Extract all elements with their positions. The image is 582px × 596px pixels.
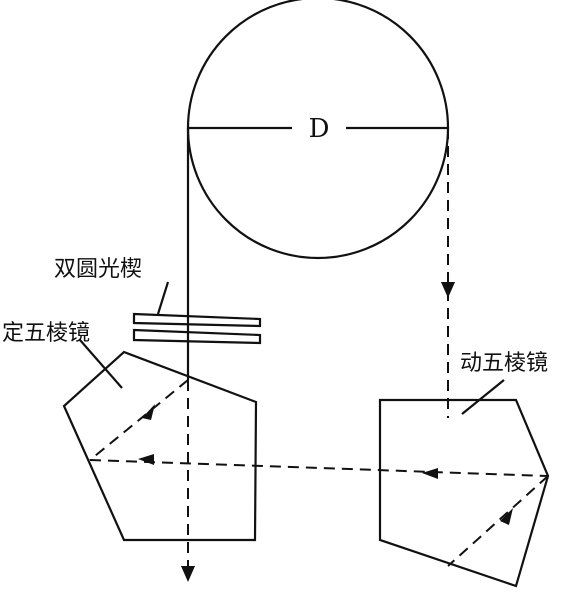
fixed-prism-label: 定五棱镜 bbox=[2, 321, 90, 346]
fixed-prism-arrow bbox=[142, 404, 155, 420]
horizontal-arrow-right bbox=[422, 468, 438, 479]
wedge-label: 双圆光楔 bbox=[54, 257, 142, 282]
down-arrow-right bbox=[441, 282, 455, 298]
fixed-prism-leader bbox=[79, 339, 123, 389]
wedge-plate-bottom bbox=[132, 328, 262, 345]
moving-prism-leader bbox=[461, 379, 505, 415]
wedge-leader-line bbox=[156, 281, 170, 315]
moving-prism-label: 动五棱镜 bbox=[460, 351, 548, 376]
wedge-plate-top bbox=[132, 312, 262, 328]
horizontal-beam bbox=[89, 459, 549, 477]
fixed-prism-ray-diagonal bbox=[89, 379, 189, 461]
moving-prism-ray-diagonal bbox=[447, 475, 549, 567]
moving-prism-arrow bbox=[500, 508, 513, 525]
exit-arrow bbox=[181, 566, 195, 582]
moving-pentaprism bbox=[378, 398, 550, 588]
diameter-label: D bbox=[309, 114, 330, 144]
fixed-pentaprism bbox=[62, 350, 258, 542]
horizontal-arrow-left bbox=[138, 454, 154, 465]
